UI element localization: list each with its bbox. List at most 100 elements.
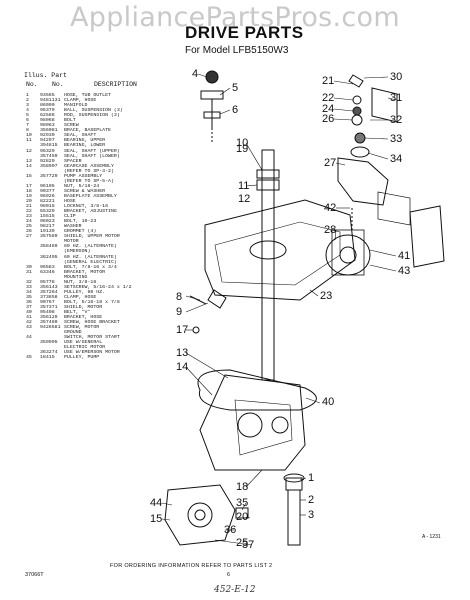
part-description: USE W/EMERSON MOTOR [64,350,120,356]
no-header: No. [26,81,38,88]
part-34 [350,146,370,158]
part-illus-no: 15 [26,173,32,179]
callout-42: 42 [324,202,336,214]
callout-10: 10 [236,137,248,149]
parts-row: GROUND [26,330,176,335]
part-description: 60 HZ. (ALTERNATE) [64,254,117,260]
part-17 [192,326,200,334]
part-description: HOSE, TUB OUTLET [64,93,111,98]
part-description: BOLT, 7/8-16 x 3/4 [64,264,117,270]
part-illus-no: 34 [26,289,32,295]
part-description: NUT, 3/8-16 [64,279,97,285]
part-number: 92829 [40,158,55,164]
part-number: 98068 [40,118,55,124]
part-number: 357264 [40,289,58,295]
callout-12: 12 [238,193,250,205]
part-description: MOUNTING [64,274,88,280]
part-number: 358489 [40,244,58,250]
callout-43: 43 [398,265,410,277]
part-description: (REFER TO SP-3-2) [64,168,114,174]
callout-4: 4 [192,68,198,80]
callout-35: 35 [236,497,248,509]
part-4 [205,70,219,84]
part-number: 357729 [40,173,58,179]
part-number: 9481131 [40,98,61,104]
part-description: SEAL, SHAFT (LOWER) [64,153,120,159]
part-illus-no: 11 [26,138,32,144]
callout-23: 23 [320,290,332,302]
callout-9: 9 [176,306,182,318]
part-number: 95408 [40,310,55,316]
part-illus-no: 2 [26,98,29,104]
part-description: LOCKNUT, 3/8-16 [64,204,109,210]
callout-40: 40 [322,396,334,408]
part-number: 356129 [40,315,58,321]
page-subtitle: For Model LFB5150W3 [185,45,289,56]
callout-22: 22 [322,92,334,104]
part-number: 362495 [40,254,58,260]
part-description: 60 HZ. (ALTERNATE) [64,244,117,250]
part-description: BEARING, LOWER [64,143,106,149]
callout-18: 18 [236,481,248,493]
part-35 [235,507,249,519]
part-description: GROMMET (4) [64,229,97,235]
callout-15: 15 [150,513,162,525]
callout-41: 41 [398,250,410,262]
part-number: 98063 [40,123,55,129]
callout-17: 17 [176,324,188,336]
part-illus-no: 42 [26,320,32,326]
part-number: 96105 [40,183,55,189]
part-description: SHIELD, UPPER MOTOR [64,234,120,240]
part-description: NUT, 5/16-24 [64,183,100,189]
part-illus-no: 26 [26,229,32,235]
part-description: USE W/GENERAL [64,340,103,346]
illus-part-header: Illus. Part [24,72,67,79]
part-description: CLAMP, HOSE [64,98,97,104]
part-illus-no: 4 [26,108,29,114]
parts-row: (EMERSON) [26,249,176,254]
part-2 [285,477,303,491]
part-illus-no: 37 [26,304,32,310]
part-illus-no: 33 [26,284,32,290]
callout-2: 2 [308,494,314,506]
part-description: (GENERAL ELECTRIC) [64,259,117,265]
part-illus-no: 19 [26,193,32,199]
ordering-footer: FOR ORDERING INFORMATION REFER TO PARTS … [110,563,273,569]
part-description: BALL, SUSPENSION (3) [64,108,123,114]
callout-27: 27 [324,157,336,169]
part-number: 94297 [40,138,55,144]
part-number: 98015 [40,204,55,210]
part-description: SPACER [64,158,82,164]
part-27 [337,157,389,206]
callout-14: 14 [176,361,188,373]
part-description: WASHER [64,224,82,230]
part-number: 90767 [40,299,55,305]
parts-row: MOTOR [26,239,176,244]
part-40-belt [197,369,317,411]
part-description: BOLT, 5/16-18 x 7/8 [64,299,120,305]
part-description: GEARCASE ASSEMBLY [64,163,114,169]
parts-row: MOUNTING [26,275,176,280]
part-description: BELT, "V" [64,310,91,316]
callout-33: 33 [390,133,402,145]
part-illus-no: 31 [26,269,32,275]
callout-6: 6 [232,104,238,116]
part-number: 18415 [40,355,55,361]
part-illus-no: 27 [26,234,32,240]
parts-row: (GENERAL ELECTRIC) [26,260,176,265]
